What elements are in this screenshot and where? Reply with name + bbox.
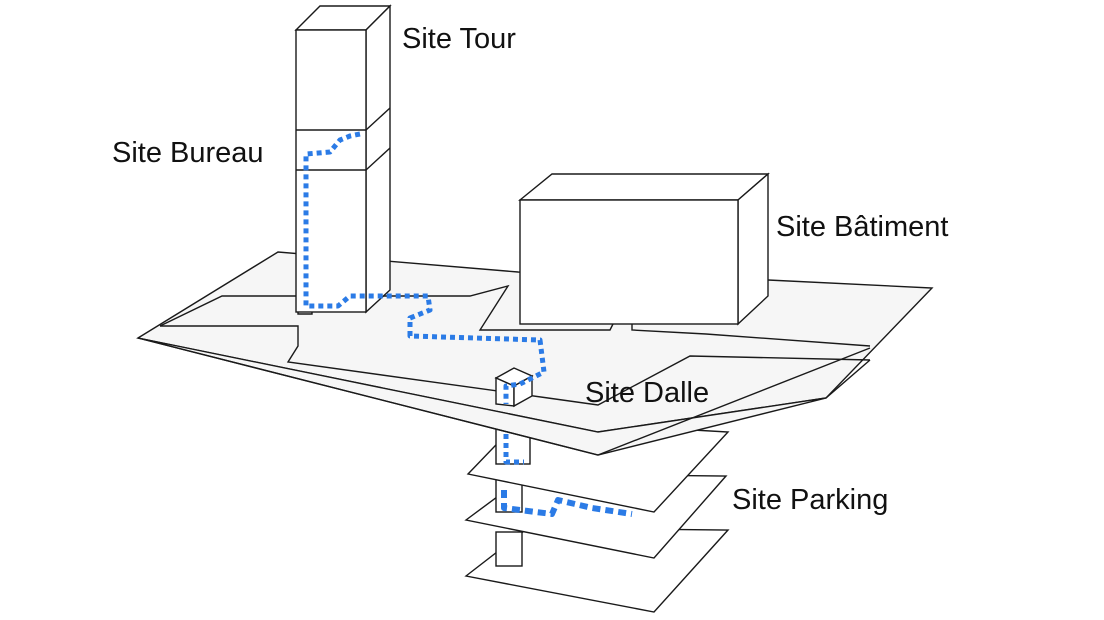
lift-box-side <box>513 374 533 408</box>
batiment-top <box>518 173 770 201</box>
label-site-parking: Site Parking <box>732 484 888 516</box>
lift-box <box>494 367 534 408</box>
route-tower-segment <box>303 131 547 404</box>
route-shaft-segment <box>503 434 524 465</box>
route-parking-segment <box>501 490 633 517</box>
batiment-building <box>518 172 770 326</box>
label-site-bureau: Site Bureau <box>112 137 264 169</box>
tower-building <box>294 4 392 314</box>
label-site-batiment: Site Bâtiment <box>776 211 948 243</box>
tower-floor-line-1-side <box>365 107 391 131</box>
tower-floor-line-2-side <box>365 147 391 171</box>
tower-front <box>295 29 367 313</box>
parking-levels <box>464 419 730 613</box>
slab-road-inner <box>160 325 871 406</box>
label-site-dalle: Site Dalle <box>585 377 709 409</box>
batiment-front <box>519 199 739 325</box>
label-site-tour: Site Tour <box>402 23 516 55</box>
route-path <box>303 131 633 517</box>
slab-front-edge <box>137 337 871 456</box>
slab-road-top <box>382 284 871 347</box>
parking-shaft-3 <box>495 531 523 567</box>
